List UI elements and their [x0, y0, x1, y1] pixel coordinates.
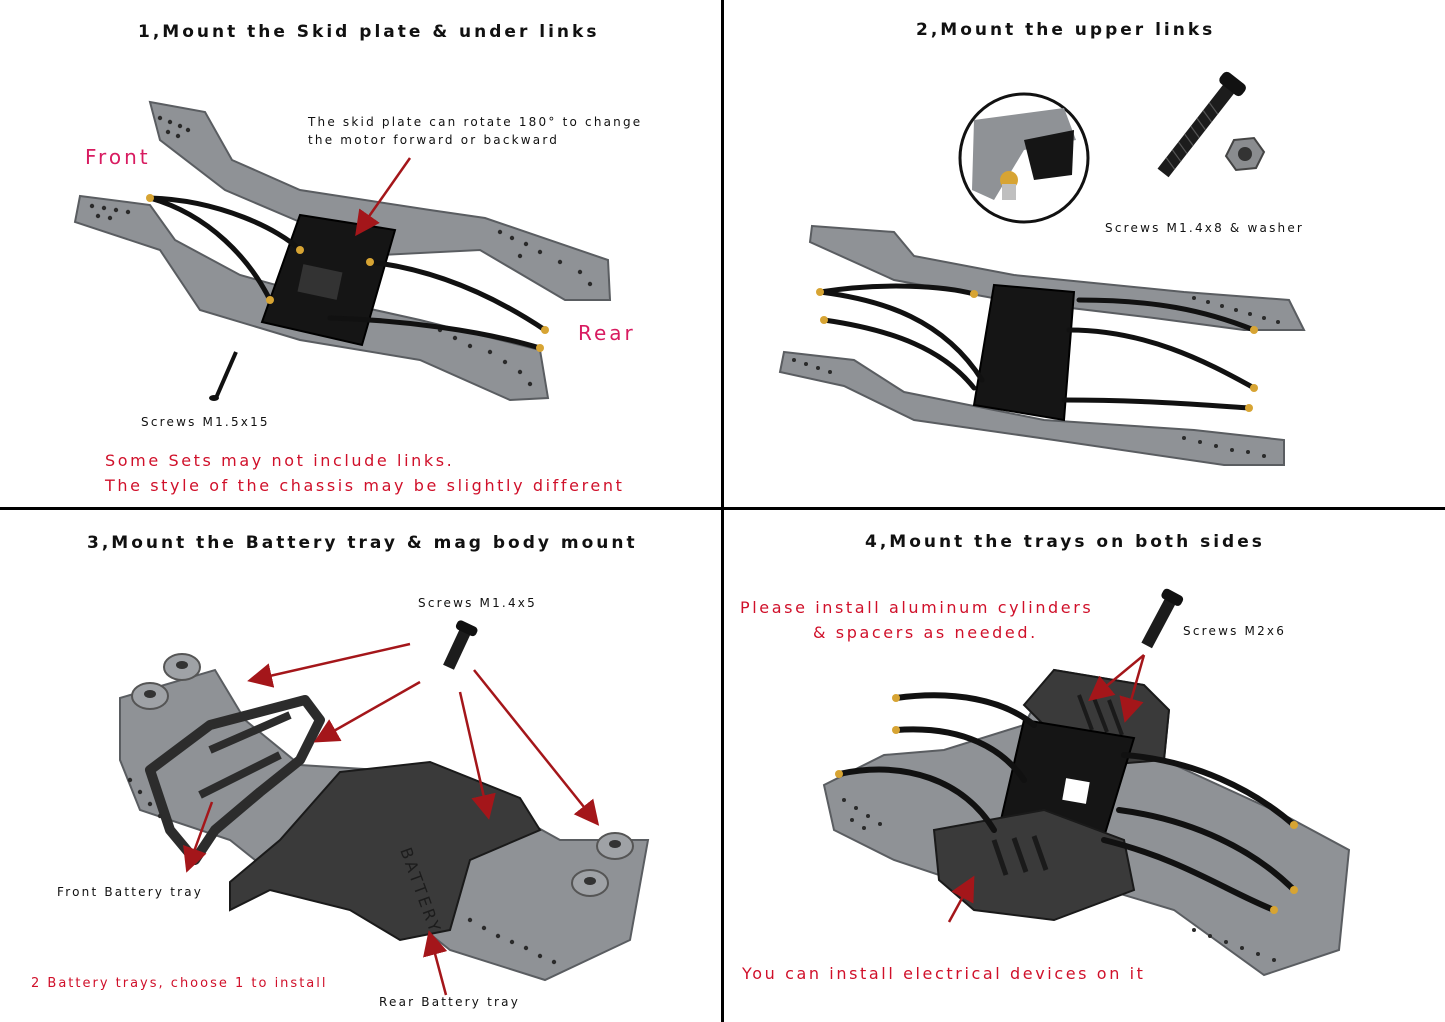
warning-line2: The style of the chassis may be slightly… [105, 476, 625, 495]
step-1-title: 1,Mount the Skid plate & under links [138, 22, 600, 42]
step-3-screws-label: Screws M1.4x5 [418, 596, 537, 610]
step-2-chassis-photo [778, 71, 1306, 466]
step-4-screws-label: Screws M2x6 [1183, 624, 1287, 638]
step-2-screws-label: Screws M1.4x8 & washer [1105, 221, 1305, 235]
step-3-chassis-photo: BATTERY [119, 620, 650, 996]
step-4-chassis-photo [822, 588, 1351, 977]
step-3-title: 3,Mount the Battery tray & mag body moun… [87, 533, 638, 553]
rear-label: Rear [578, 321, 636, 345]
step-1-panel: 1,Mount the Skid plate & under links [0, 0, 721, 507]
vertical-divider [721, 0, 724, 1022]
rear-battery-tray-label: Rear Battery tray [379, 995, 521, 1009]
step-4-title: 4,Mount the trays on both sides [865, 532, 1265, 552]
step-3-panel: 3,Mount the Battery tray & mag body moun… [0, 510, 721, 1022]
step-2-panel: 2,Mount the upper links [724, 0, 1445, 507]
step-2-title: 2,Mount the upper links [916, 20, 1216, 40]
skid-plate-note-line2: the motor forward or backward [308, 133, 560, 147]
horizontal-divider [0, 507, 1445, 510]
electrical-devices-note: You can install electrical devices on it [742, 964, 1146, 983]
install-note-line1: Please install aluminum cylinders [740, 598, 1094, 617]
warning-line1: Some Sets may not include links. [105, 451, 455, 470]
skid-plate-note-line1: The skid plate can rotate 180° to change [308, 115, 643, 129]
install-note-line2: & spacers as needed. [813, 623, 1038, 642]
front-battery-tray-label: Front Battery tray [57, 885, 204, 899]
battery-tray-note: 2 Battery trays, choose 1 to install [31, 976, 328, 991]
front-label: Front [85, 145, 151, 169]
step-4-panel: 4,Mount the trays on both sides [724, 510, 1445, 1022]
step-1-chassis-photo [73, 100, 612, 402]
step-1-screws-label: Screws M1.5x15 [141, 415, 270, 429]
